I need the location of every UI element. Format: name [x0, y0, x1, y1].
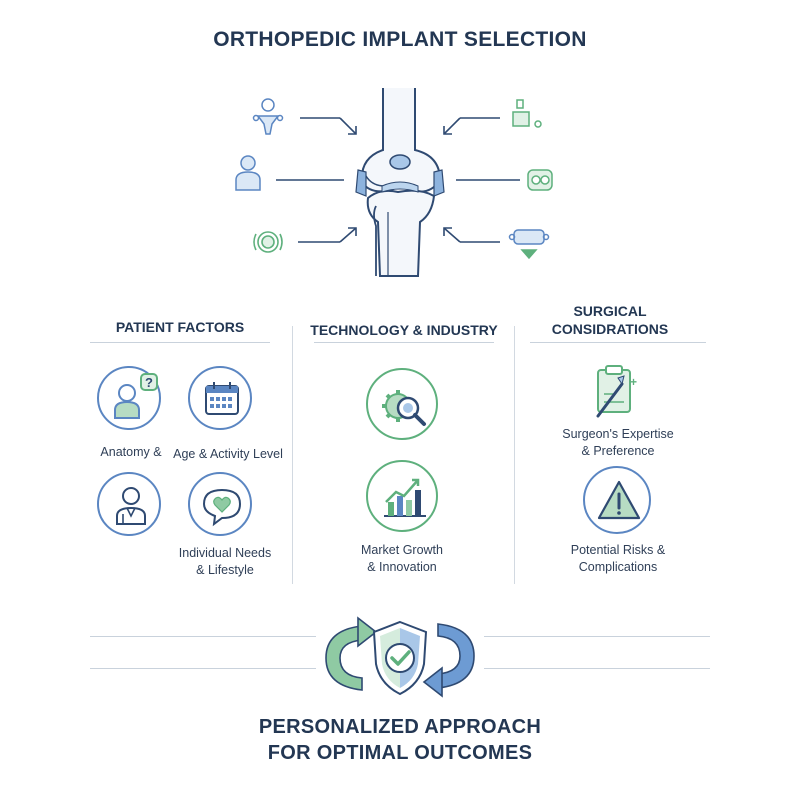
gear-magnifier-icon — [382, 390, 426, 426]
technology-header-rule — [314, 342, 494, 343]
surgical-header-line2: CONSIDRATIONS — [551, 321, 669, 337]
market-growth-line1: Market Growth — [361, 543, 443, 557]
surgical-header: SURGICAL CONSIDRATIONS — [530, 302, 690, 338]
footer-rule-left-bottom — [90, 668, 316, 669]
calendar-icon — [205, 382, 239, 415]
heart-speech-icon — [202, 488, 242, 527]
footer-rule-left-top — [90, 636, 316, 637]
anatomy-icon-circle: ? — [97, 366, 161, 430]
risk-icon-circle — [583, 466, 651, 534]
patient-icon — [235, 155, 261, 191]
footer-rule-right-top — [484, 636, 710, 637]
knee-joint-illustration — [355, 88, 445, 277]
footer-rule-right-bottom — [484, 668, 710, 669]
individual-needs-line2: & Lifestyle — [196, 563, 254, 577]
doctor-icon-circle — [97, 472, 161, 536]
surgeon-expertise-line1: Surgeon's Expertise — [562, 427, 674, 441]
lifestyle-icon-circle — [188, 472, 252, 536]
surgeon-expertise-label: Surgeon's Expertise & Preference — [548, 426, 688, 460]
market-icon-circle — [366, 460, 438, 532]
svg-text:?: ? — [145, 375, 153, 390]
column-divider-right — [514, 326, 515, 584]
anatomy-label: Anatomy & — [100, 445, 162, 459]
footer-line2: FOR OPTIMAL OUTCOMES — [267, 742, 533, 764]
person-alignment-icon — [252, 98, 284, 135]
knee-implant-icon — [527, 169, 553, 191]
market-growth-label: Market Growth & Innovation — [332, 542, 472, 576]
age-icon-circle — [188, 366, 252, 430]
technology-header: TECHNOLOGY & INDUSTRY — [310, 322, 498, 338]
footer-line1: PERSONALIZED APPROACH — [258, 716, 542, 738]
potential-risks-line2: Complications — [578, 560, 658, 574]
potential-risks-label: Potential Risks & Complications — [548, 542, 688, 576]
individual-needs-line1: Individual Needs — [178, 546, 272, 560]
implant-box-icon — [512, 99, 542, 128]
joint-ring-icon — [253, 231, 283, 253]
age-activity-label: Age & Activity Level — [173, 447, 283, 461]
column-divider-left — [292, 326, 293, 584]
patient-factors-header: PATIENT FACTORS — [115, 319, 245, 335]
surgeon-expertise-line2: & Preference — [581, 444, 655, 458]
page-title: ORTHOPEDIC IMPLANT SELECTION — [213, 28, 587, 51]
individual-needs-label: Individual Needs & Lifestyle — [160, 545, 290, 579]
knee-diagram — [235, 88, 553, 277]
connector-arrows — [276, 117, 520, 243]
doctor-icon — [116, 487, 146, 525]
warning-icon — [597, 480, 641, 520]
market-growth-line2: & Innovation — [367, 560, 437, 574]
person-question-icon: ? — [114, 373, 158, 419]
technology-icon-circle — [366, 368, 438, 440]
potential-risks-line1: Potential Risks & — [570, 543, 666, 557]
clipboard-scalpel-icon: + — [596, 365, 637, 418]
surgical-header-line1: SURGICAL — [573, 303, 647, 319]
patient-header-rule — [90, 342, 270, 343]
shield-check-cycle-icon — [325, 616, 475, 698]
footer-tagline: PERSONALIZED APPROACH FOR OPTIMAL OUTCOM… — [0, 714, 800, 766]
bar-growth-icon — [384, 478, 426, 517]
surgical-header-rule — [530, 342, 706, 343]
tibial-tray-icon — [508, 229, 550, 260]
svg-text:+: + — [630, 375, 637, 389]
